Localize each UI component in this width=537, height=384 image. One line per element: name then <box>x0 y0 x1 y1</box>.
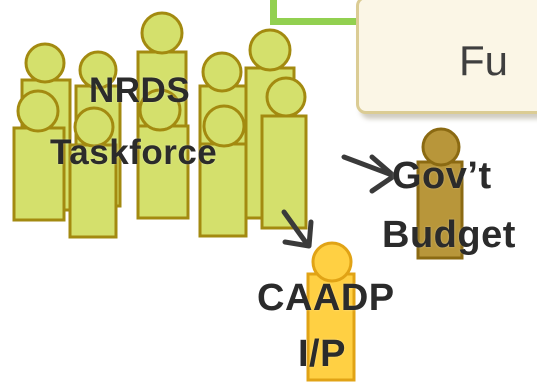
taskforce-person-icon <box>12 89 66 222</box>
caadp-ip-label-line1: CAADP <box>257 277 395 319</box>
caadp-person-icon <box>306 241 356 382</box>
nrds-taskforce-label-line1: NRDS <box>89 71 191 110</box>
taskforce-group <box>12 11 308 239</box>
arrow-to-govt-icon <box>341 154 397 194</box>
callout-box: Fu <box>356 0 537 114</box>
arrows <box>281 154 397 249</box>
taskforce-person-icon <box>260 76 308 230</box>
callout-text: Fu <box>459 37 509 84</box>
taskforce-person-icon <box>68 106 118 239</box>
taskforce-person-icon <box>136 88 190 220</box>
govt-budget-label-line2: Budget <box>382 214 516 256</box>
caadp-ip-label-line2: I/P <box>298 333 346 375</box>
taskforce-person-icon <box>198 104 248 238</box>
nrds-taskforce-label-line2: Taskforce <box>50 133 218 172</box>
govt-budget-label-line1: Gov’t <box>392 155 492 197</box>
green-frame-decoration <box>270 0 365 25</box>
arrow-to-caadp-icon <box>281 209 314 249</box>
govt-person-icon <box>416 127 464 260</box>
